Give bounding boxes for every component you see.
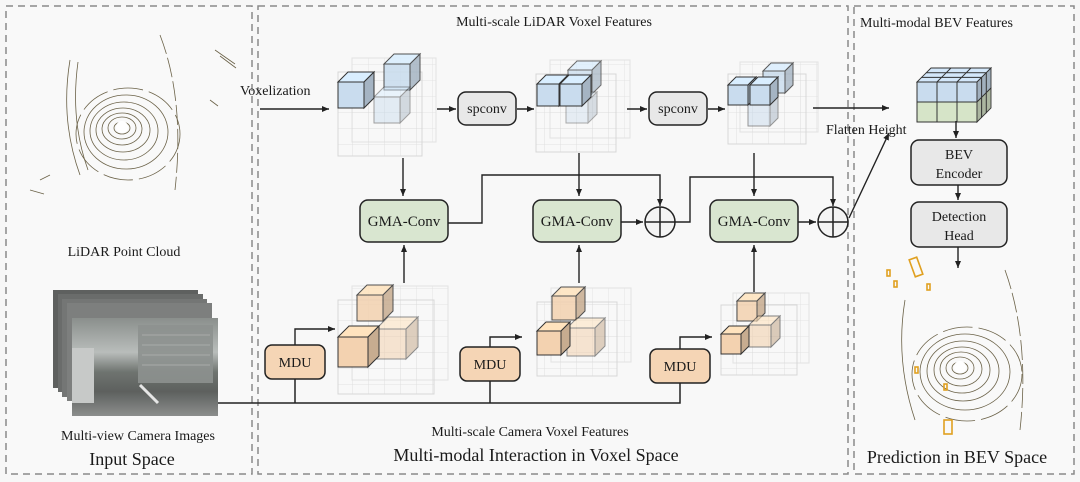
svg-text:Head: Head bbox=[944, 229, 974, 244]
mdu-block-3: MDU bbox=[649, 348, 711, 384]
flatten-height-label: Flatten Height bbox=[826, 123, 907, 138]
svg-text:GMA-Conv: GMA-Conv bbox=[368, 214, 441, 230]
camera-voxel bbox=[355, 283, 395, 323]
bev-voxel bbox=[956, 81, 978, 103]
svg-text:MDU: MDU bbox=[279, 356, 312, 371]
bev-prediction-point-cloud bbox=[901, 269, 1024, 431]
multi-view-camera-label: Multi-view Camera Images bbox=[61, 429, 215, 444]
camera-voxel bbox=[374, 315, 420, 361]
bev-voxel bbox=[936, 81, 958, 103]
bev-voxel bbox=[936, 101, 958, 123]
bev-space-title: Prediction in BEV Space bbox=[867, 447, 1047, 467]
lidar-voxel bbox=[558, 73, 593, 108]
camera-voxel bbox=[747, 314, 782, 349]
camera-voxel-features-label: Multi-scale Camera Voxel Features bbox=[431, 425, 628, 440]
bev-encoder-block: BEV Encoder bbox=[910, 139, 1008, 186]
bev-features-label: Multi-modal BEV Features bbox=[860, 16, 1013, 31]
lidar-point-cloud-label: LiDAR Point Cloud bbox=[68, 245, 181, 260]
camera-voxel bbox=[719, 324, 751, 356]
spconv-block-2: spconv bbox=[648, 91, 708, 126]
bev-voxel-side bbox=[985, 86, 992, 114]
flatten-arrow-from-fusion bbox=[848, 132, 890, 219]
svg-text:spconv: spconv bbox=[467, 102, 507, 117]
mdu-block-1: MDU bbox=[264, 344, 326, 380]
multi-view-camera-images bbox=[53, 290, 218, 416]
bev-voxel bbox=[956, 101, 978, 123]
mdu-arrow-1 bbox=[294, 326, 335, 345]
bev-feature-cube bbox=[915, 66, 993, 124]
gma-conv-block-2: GMA-Conv bbox=[532, 199, 622, 243]
lidar-voxel-features-label: Multi-scale LiDAR Voxel Features bbox=[456, 15, 652, 30]
mdu-arrow-2 bbox=[489, 334, 522, 347]
input-space-title: Input Space bbox=[89, 449, 174, 469]
lidar-voxel bbox=[382, 52, 422, 92]
svg-text:GMA-Conv: GMA-Conv bbox=[718, 214, 791, 230]
svg-text:BEV: BEV bbox=[945, 148, 973, 163]
bev-voxel bbox=[916, 101, 938, 123]
svg-text:MDU: MDU bbox=[664, 360, 697, 375]
bev-voxel-side bbox=[981, 91, 987, 119]
gma-conv-block-3: GMA-Conv bbox=[709, 199, 799, 243]
mdu-arrow-3 bbox=[679, 334, 712, 349]
svg-text:spconv: spconv bbox=[658, 102, 698, 117]
svg-text:GMA-Conv: GMA-Conv bbox=[541, 214, 614, 230]
voxelization-label: Voxelization bbox=[240, 84, 311, 99]
lidar-point-cloud-image bbox=[29, 34, 237, 195]
skip-connection-1 bbox=[448, 174, 663, 224]
bev-voxel-side bbox=[976, 96, 983, 124]
bev-voxel bbox=[916, 81, 938, 103]
lidar-voxel bbox=[372, 85, 412, 125]
spconv-block-1: spconv bbox=[457, 91, 517, 126]
skip-connection-2 bbox=[675, 176, 836, 223]
lidar-voxel bbox=[336, 70, 376, 110]
detection-head-block: Detection Head bbox=[910, 201, 1008, 248]
camera-voxel bbox=[550, 285, 587, 322]
add-operator-2 bbox=[817, 206, 849, 238]
camera-voxel bbox=[535, 320, 572, 357]
add-operator-1 bbox=[644, 206, 676, 238]
svg-text:MDU: MDU bbox=[474, 358, 507, 373]
camera-feature-bus bbox=[218, 383, 681, 404]
lidar-voxel bbox=[748, 75, 780, 107]
svg-text:Encoder: Encoder bbox=[936, 167, 983, 182]
detection-boxes bbox=[886, 256, 953, 435]
camera-voxel bbox=[735, 291, 767, 323]
mdu-block-2: MDU bbox=[459, 346, 521, 382]
voxel-space-title: Multi-modal Interaction in Voxel Space bbox=[393, 445, 678, 465]
camera-voxel bbox=[565, 316, 607, 358]
gma-conv-block-1: GMA-Conv bbox=[359, 199, 449, 243]
camera-voxel bbox=[336, 324, 381, 369]
svg-text:Detection: Detection bbox=[932, 210, 986, 225]
